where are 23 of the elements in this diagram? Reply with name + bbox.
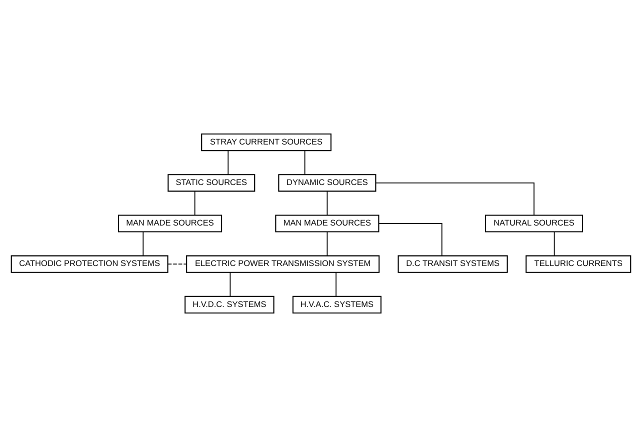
node-box: NATURAL SOURCES xyxy=(484,214,584,232)
connector xyxy=(378,223,442,256)
connector xyxy=(230,272,231,297)
node-box: MAN MADE SOURCES xyxy=(118,214,222,232)
connector xyxy=(554,231,555,256)
connector xyxy=(326,231,328,256)
connector xyxy=(142,231,144,256)
node-box: D.C TRANSIT SYSTEMS xyxy=(398,255,508,273)
node-box: MAN MADE SOURCES xyxy=(275,214,380,232)
node-box: ELECTRIC POWER TRANSMISSION SYSTEM xyxy=(186,255,380,273)
connector xyxy=(304,150,306,175)
node-box: TELLURIC CURRENTS xyxy=(526,255,632,273)
connector xyxy=(376,182,534,216)
node-box: CATHODIC PROTECTION SYSTEMS xyxy=(10,255,168,273)
connector xyxy=(326,190,328,216)
node-box: DYNAMIC SOURCES xyxy=(278,174,376,192)
node-box: STRAY CURRENT SOURCES xyxy=(201,133,332,152)
connector xyxy=(228,150,229,175)
node-box: H.V.D.C. SYSTEMS xyxy=(184,296,274,314)
node-box: STATIC SOURCES xyxy=(168,174,256,192)
connector xyxy=(167,264,187,265)
node-box: H.V.A.C. SYSTEMS xyxy=(292,296,382,314)
connector xyxy=(194,190,196,216)
